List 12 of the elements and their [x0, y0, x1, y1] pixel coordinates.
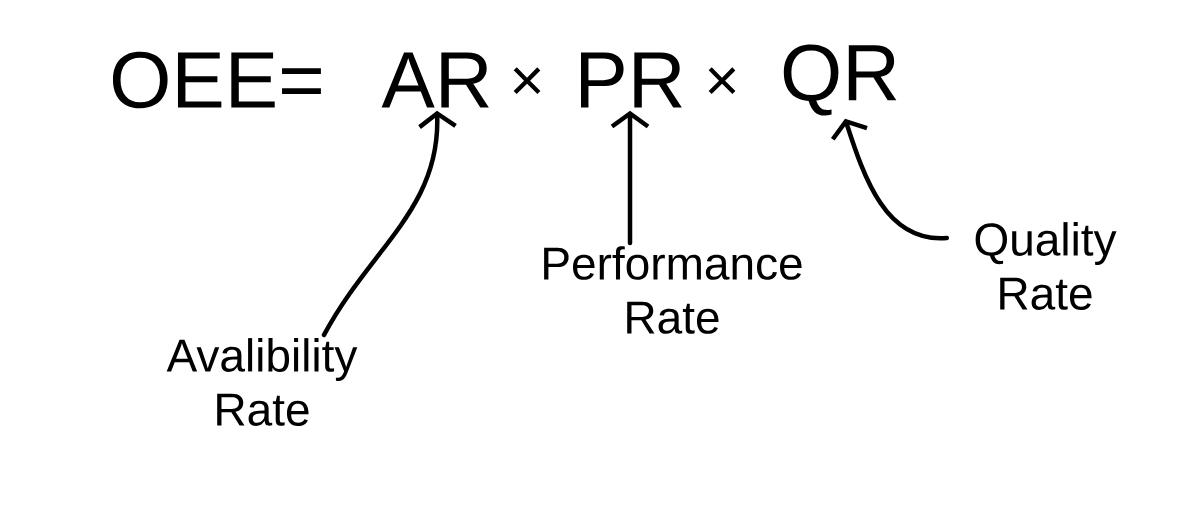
term-text: PR [581, 52, 682, 108]
equation-text: OEE= [112, 51, 321, 109]
term-text: AR [381, 52, 489, 108]
arrow [830, 118, 950, 241]
label-text: Performance Rate [544, 246, 802, 334]
label-text: Quality Rate [975, 222, 1117, 310]
multiply-sign: × [708, 67, 736, 95]
label-text: Avalibility Rate [166, 338, 358, 426]
arrow [321, 110, 457, 338]
multiply-sign: × [513, 67, 541, 95]
arrow [610, 110, 650, 246]
term-text: QR [783, 44, 897, 116]
